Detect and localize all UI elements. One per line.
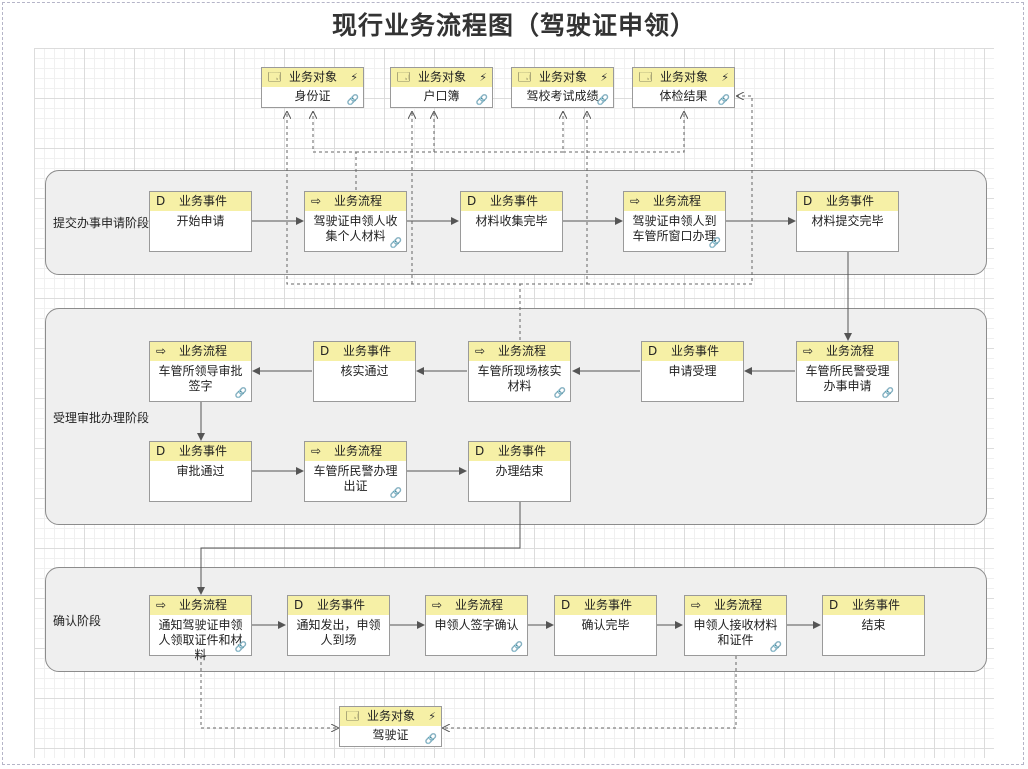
- event-d-icon: D: [156, 194, 166, 208]
- link-icon: 🔗: [424, 734, 437, 745]
- node-onsite-verify[interactable]: ⇨业务流程 车管所现场核实材料🔗: [468, 341, 571, 402]
- object-box-icon: 🗔: [639, 70, 653, 84]
- event-d-icon: D: [294, 598, 304, 612]
- dlink-4: [563, 112, 684, 153]
- object-household[interactable]: 🗔业务对象⚡ 户口簿🔗: [390, 67, 493, 108]
- object-exam-score[interactable]: 🗔业务对象⚡ 驾校考试成绩🔗: [511, 67, 614, 108]
- node-issue-license[interactable]: ⇨业务流程 车管所民警办理出证🔗: [304, 441, 407, 502]
- event-d-icon: D: [829, 598, 839, 612]
- diagram-title: 现行业务流程图（驾驶证申领）: [331, 11, 696, 40]
- node-collect-materials[interactable]: ⇨业务流程 驾驶证申领人收集个人材料🔗: [304, 191, 407, 252]
- arrow-right-icon: ⇨: [630, 194, 641, 208]
- link-icon: 🔗: [769, 642, 782, 653]
- bolt-icon: ⚡: [721, 71, 729, 84]
- arrow-right-icon: ⇨: [432, 598, 443, 612]
- link-icon: 🔗: [596, 95, 609, 106]
- node-police-accept[interactable]: ⇨业务流程 车管所民警受理办事申请🔗: [796, 341, 899, 402]
- link-icon: 🔗: [389, 488, 402, 499]
- event-d-icon: D: [156, 444, 166, 458]
- dlink-8: [587, 96, 753, 285]
- link-icon: 🔗: [346, 95, 359, 106]
- event-d-icon: D: [467, 194, 477, 208]
- event-d-icon: D: [803, 194, 813, 208]
- arrow-right-icon: ⇨: [475, 344, 486, 358]
- link-icon: 🔗: [553, 388, 566, 399]
- node-sign-confirm[interactable]: ⇨业务流程 申领人签字确认🔗: [425, 595, 528, 656]
- link-icon: 🔗: [717, 95, 730, 106]
- dlink-2: [356, 112, 434, 153]
- link-icon: 🔗: [881, 388, 894, 399]
- object-id-card[interactable]: 🗔业务对象⚡ 身份证🔗: [261, 67, 364, 108]
- object-box-icon: 🗔: [268, 70, 282, 84]
- node-leader-approve[interactable]: ⇨业务流程 车管所领导审批签字🔗: [149, 341, 252, 402]
- arrow-right-icon: ⇨: [156, 598, 167, 612]
- bolt-icon: ⚡: [600, 71, 608, 84]
- event-d-icon: D: [475, 444, 485, 458]
- event-d-icon: D: [561, 598, 571, 612]
- node-receive-items[interactable]: ⇨业务流程 申领人接收材料和证件🔗: [684, 595, 787, 656]
- link-icon: 🔗: [389, 238, 402, 249]
- arrow-right-icon: ⇨: [311, 194, 322, 208]
- arrow-right-icon: ⇨: [156, 344, 167, 358]
- arrow-right-icon: ⇨: [311, 444, 322, 458]
- dlink-10: [443, 656, 737, 728]
- node-notify-pickup[interactable]: ⇨业务流程 通知驾驶证申领人领取证件和材料🔗: [149, 595, 252, 662]
- link-icon: 🔗: [234, 642, 247, 653]
- bolt-icon: ⚡: [350, 71, 358, 84]
- object-box-icon: 🗔: [518, 70, 532, 84]
- arrow-right-icon: ⇨: [803, 344, 814, 358]
- dlink-3: [434, 112, 563, 153]
- dlink-5: [287, 112, 521, 340]
- bolt-icon: ⚡: [479, 71, 487, 84]
- dlink-9: [200, 656, 338, 728]
- lane-label-review: 受理审批办理阶段: [53, 411, 150, 425]
- link-icon: 🔗: [475, 95, 488, 106]
- link-icon: 🔗: [510, 642, 523, 653]
- bolt-icon: ⚡: [428, 710, 436, 723]
- object-license[interactable]: 🗔业务对象⚡ 驾驶证🔗: [339, 706, 442, 747]
- object-box-icon: 🗔: [397, 70, 411, 84]
- arrow-right-icon: ⇨: [691, 598, 702, 612]
- lane-label-submit: 提交办事申请阶段: [53, 216, 150, 230]
- edge-13: [197, 502, 521, 595]
- link-icon: 🔗: [234, 388, 247, 399]
- lane-label-confirm: 确认阶段: [53, 614, 102, 628]
- node-go-to-window[interactable]: ⇨业务流程 驾驶证申领人到车管所窗口办理🔗: [623, 191, 726, 252]
- dlink-1: [313, 112, 357, 190]
- event-d-icon: D: [648, 344, 658, 358]
- link-icon: 🔗: [708, 238, 721, 249]
- object-health-check[interactable]: 🗔业务对象⚡ 体检结果🔗: [632, 67, 735, 108]
- object-box-icon: 🗔: [346, 709, 360, 723]
- event-d-icon: D: [320, 344, 330, 358]
